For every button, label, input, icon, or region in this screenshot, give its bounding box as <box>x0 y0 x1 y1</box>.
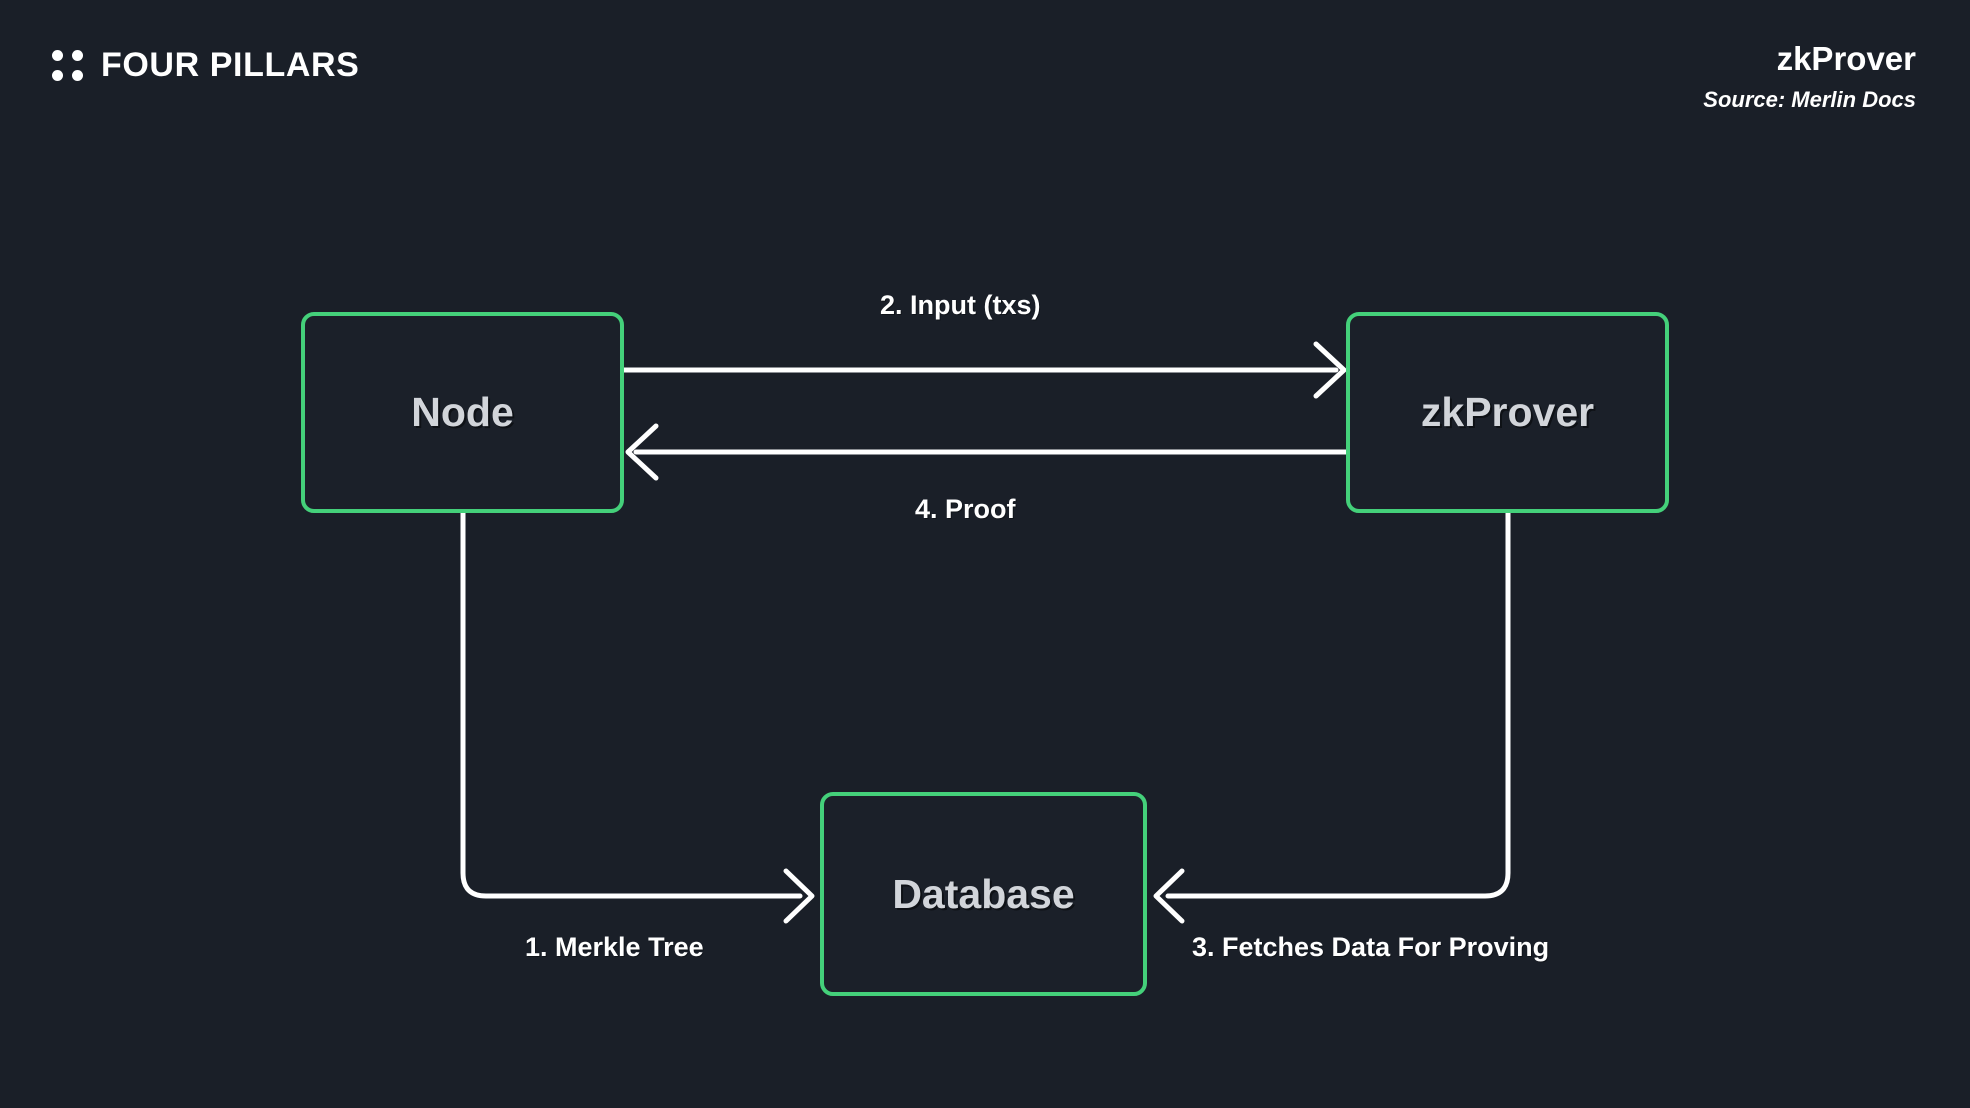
flow-node-database[interactable]: Database <box>820 792 1147 996</box>
page-title: zkProver <box>1776 40 1916 77</box>
logo-dot <box>52 50 63 61</box>
edge-proof-arrowhead <box>625 423 659 481</box>
source-attribution: Source: Merlin Docs <box>1703 86 1916 112</box>
edge-label-merkle: 1. Merkle Tree <box>525 932 704 962</box>
brand-logo: FOUR PILLARS <box>52 46 359 85</box>
header-right: zkProver Source: Merlin Docs <box>1703 40 1916 113</box>
edge-label-proof: 4. Proof <box>915 494 1016 524</box>
edge-fetch-line <box>1165 510 1511 899</box>
flow-node-label: zkProver <box>1420 389 1595 435</box>
logo-dot <box>72 70 83 81</box>
edge-label-input: 2. Input (txs) <box>880 290 1041 320</box>
flow-node-label: Node <box>411 389 514 435</box>
four-dots-logo-icon <box>52 50 83 81</box>
edge-merkle-arrowhead <box>783 868 815 924</box>
edge-fetch-arrowhead <box>1153 868 1185 924</box>
flow-node-zkprover[interactable]: zkProver <box>1346 312 1669 513</box>
flow-node-node[interactable]: Node <box>301 312 624 513</box>
brand-name: FOUR PILLARS <box>101 46 360 84</box>
flow-node-label: Database <box>892 870 1075 917</box>
edge-input-arrowhead <box>1313 341 1347 399</box>
edge-merkle-line <box>460 510 803 899</box>
edge-label-fetch: 3. Fetches Data For Proving <box>1192 932 1550 962</box>
logo-dot <box>52 70 63 81</box>
logo-dot <box>72 50 83 61</box>
